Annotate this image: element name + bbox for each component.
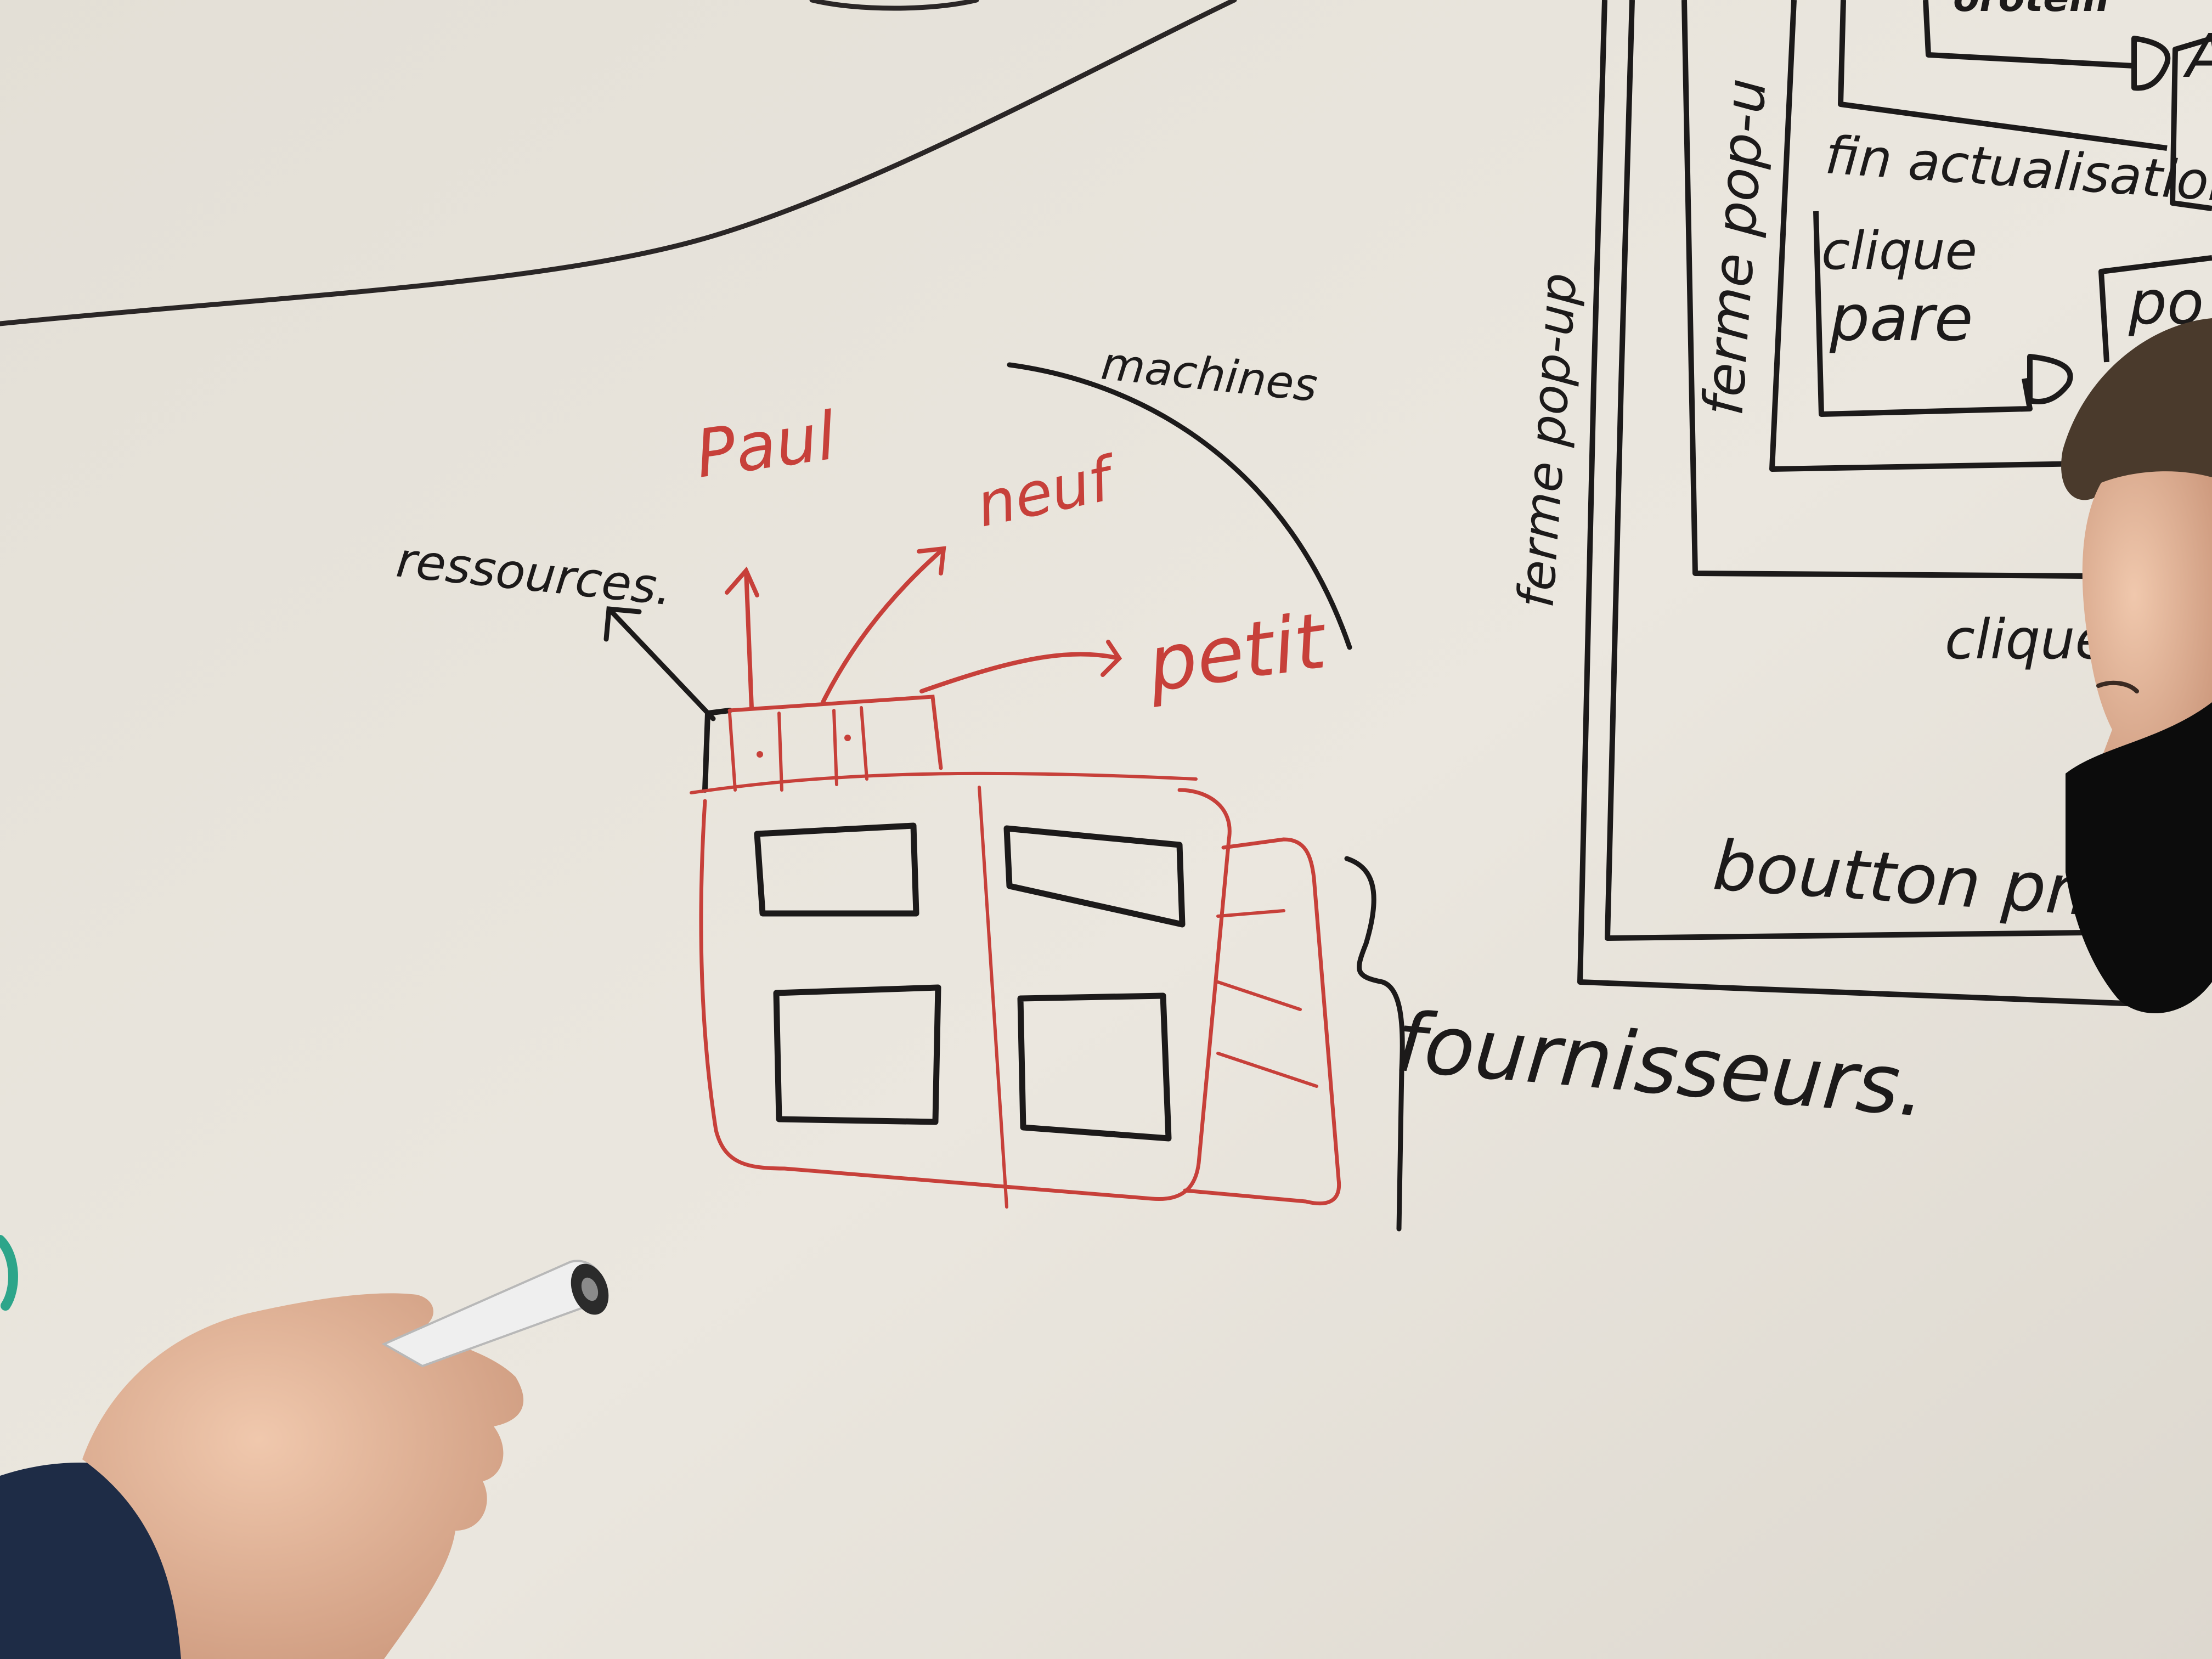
person-face <box>2082 471 2212 780</box>
resources-bar <box>690 695 1198 794</box>
top-curve-drawing <box>0 0 1237 326</box>
resources-arrow <box>603 606 716 721</box>
green-smudge <box>0 1235 18 1311</box>
label-top-cut: orotem <box>1953 0 2109 20</box>
fourth-frame <box>1769 0 2085 472</box>
top-arrow <box>2131 36 2171 91</box>
card-1 <box>754 822 919 917</box>
label-clique-pare-1: clique <box>1821 221 1977 281</box>
second-frame <box>1605 0 2085 941</box>
outer-frame <box>1577 0 2140 1007</box>
top-small-box <box>1923 0 2135 69</box>
pare-arrow <box>2027 354 2073 404</box>
card-3 <box>773 984 941 1125</box>
hand <box>82 1293 524 1659</box>
marker-tip <box>581 1277 599 1301</box>
label-clique-pare-2: pare <box>1829 282 1973 356</box>
label-clique-bottom: clique <box>1945 607 2109 672</box>
person-eye <box>2096 680 2139 693</box>
flowchart-diagram <box>1577 0 2212 1007</box>
fin-box <box>1838 0 2168 151</box>
hand-with-marker <box>0 1260 609 1659</box>
label-a-letter: A <box>2183 21 2212 91</box>
window-sketch <box>699 786 1341 1209</box>
card-2 <box>1003 825 1186 928</box>
person-right <box>2061 318 2212 1014</box>
machines-curve <box>1007 362 1352 650</box>
pop-box <box>2098 255 2212 363</box>
card-4 <box>1017 992 1172 1142</box>
person-hair <box>2061 318 2212 500</box>
red-arrows <box>725 546 1122 710</box>
fournisseurs-brace <box>1344 856 1405 1232</box>
person-mask <box>2066 702 2212 1014</box>
third-frame <box>1681 0 2085 579</box>
a-box <box>2170 36 2212 211</box>
